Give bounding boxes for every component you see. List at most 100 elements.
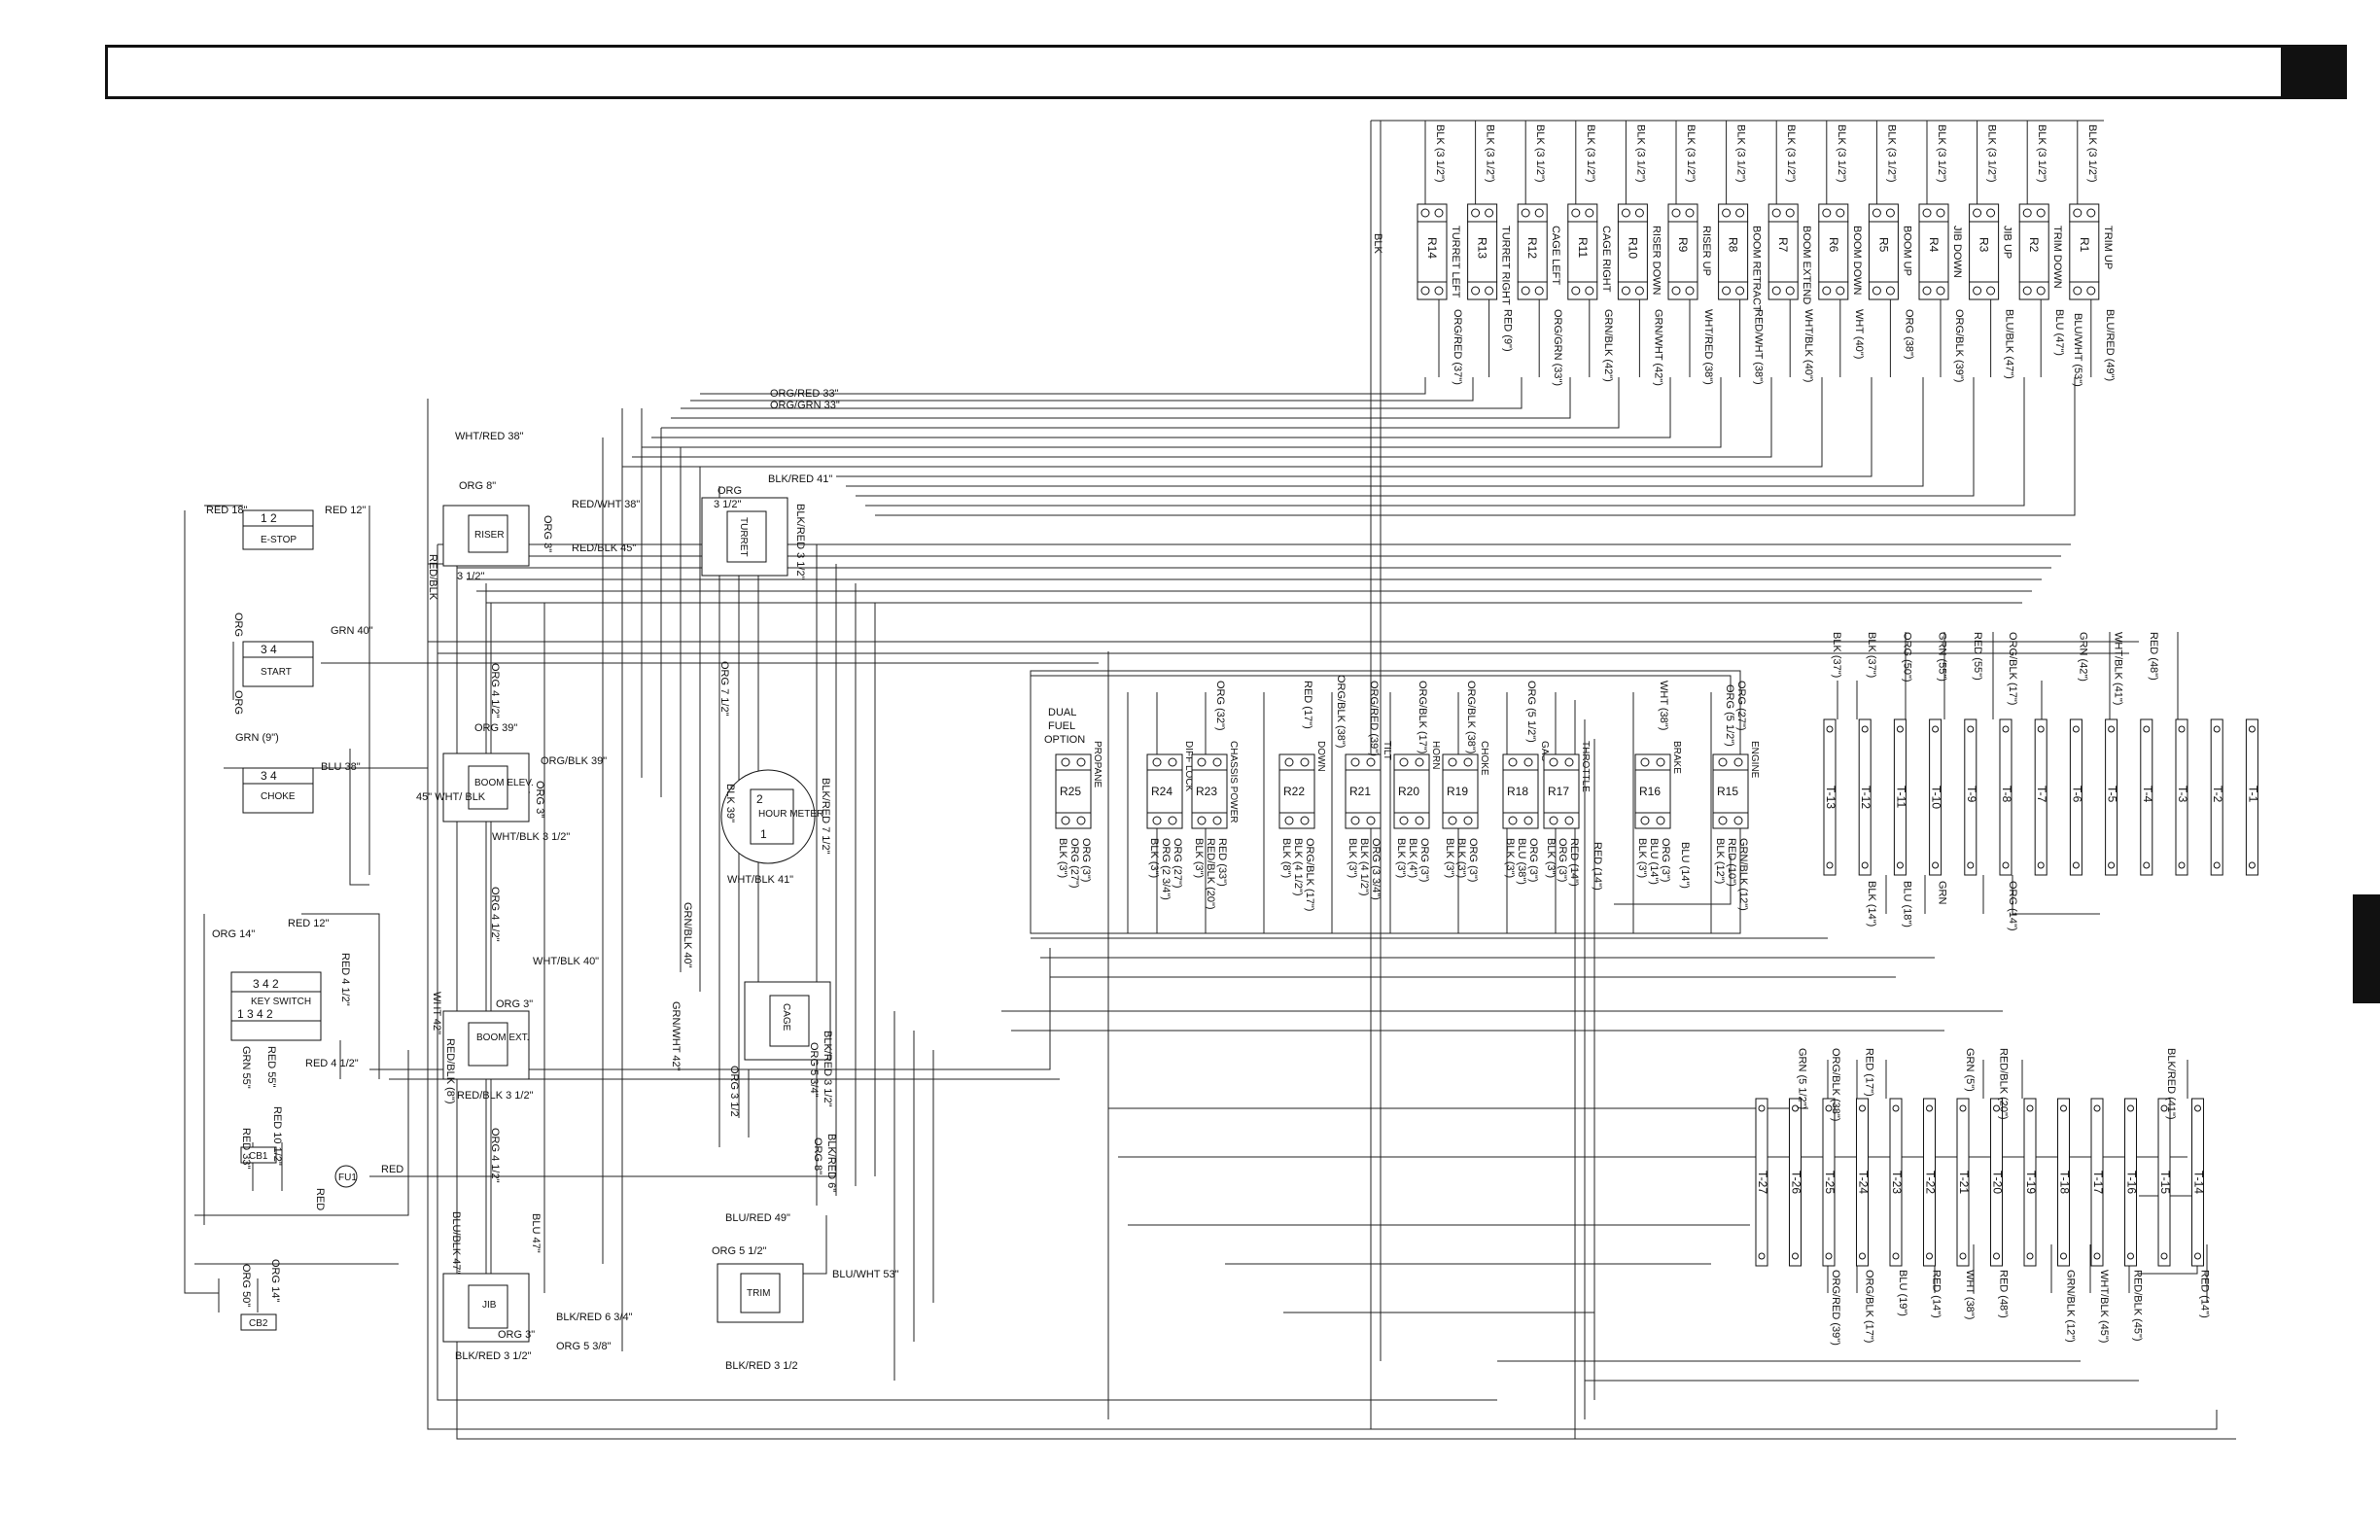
turret-top-right: BLK/RED 41" [768,473,832,485]
riser-lead: WHT/RED 38" [455,431,524,442]
relay-r3-wire: BLK (3 1/2") [1986,124,1998,183]
relay-r4-wire: BLK (3 1/2") [1936,124,1947,183]
cb1-label: CB1 [249,1151,268,1162]
cage-bottom: ORG 3 1/2 [728,1066,740,1117]
boom-ext-top-wire: WHT/BLK 40" [533,956,599,967]
relay-r20-b1: BLK (3") [1395,838,1407,878]
terminal-t-24-bottom-wire: ORG/BLK (17") [1864,1270,1875,1343]
trim-label: TRIM [747,1288,770,1299]
jib-toggle: JIB BLU/BLK 47" BLU 47" ORG 3" BLK/RED 6… [442,1211,633,1362]
relay-r9-func: RISER UP [1700,226,1712,276]
relay-r14-func: TURRET LEFT [1450,226,1461,298]
relay-r10-func: RISER DOWN [1650,226,1662,296]
relay-r17-b2: ORG (3") [1557,838,1568,882]
relay-r24-func: DIFF LOCK [1183,741,1194,792]
terminal-t-2-id: T-2 [2211,786,2224,803]
terminal-t-4-id: T-4 [2141,786,2154,803]
terminal-t-10-id: T-10 [1930,786,1943,809]
terminal-t-2: T-2 [2210,718,2224,876]
jib-bottom: BLK/RED 3 1/2" [455,1350,532,1362]
relay-r15-b2: RED (10") [1726,838,1737,887]
terminal-t-13-id: T-13 [1824,786,1838,809]
terminal-t-8-bottom-wire: ORG (14") [2007,881,2018,931]
terminal-t-15-id: T-15 [2158,1171,2172,1194]
key-switch-row1: 3 4 2 [253,977,279,991]
boom-elev-top: ORG 39" [474,722,517,734]
start-out-wire: GRN 40" [331,625,373,637]
wire-label-org-7half: ORG 7 1/2" [718,661,730,717]
relay-r24-b1: BLK (3") [1148,838,1160,878]
riser-top: ORG 8" [459,480,496,492]
terminal-t-17-bottom-wire: WHT/BLK (45") [2098,1270,2110,1343]
r17-b4: RED (14") [1592,842,1603,891]
relay-r20-func: HORN [1430,741,1441,769]
relay-r19-b3: ORG (3") [1467,838,1479,882]
terminal-t-3: T-3 [2175,718,2189,876]
relay-r15-b1: BLK (12") [1714,838,1726,884]
terminal-t-14-id: T-14 [2192,1171,2206,1194]
relay-r25-id: R25 [1060,785,1081,798]
relay-r20-b3: ORG (3") [1418,838,1430,882]
trim-toggle: TRIM ORG 5 1/2" BLU/RED 49" BLU/WHT 53" … [712,1212,899,1372]
start-label: START [261,667,292,678]
relay-r3-func: JIB UP [2002,226,2013,259]
fu1-label: FU1 [338,1172,357,1183]
trim-bottom: BLK/RED 3 1/2 [725,1360,798,1372]
relay-r15-id: R15 [1717,785,1738,798]
relay-r5-wire: BLK (3 1/2") [1885,124,1897,183]
riser-right: ORG 3" [542,515,553,552]
terminal-t-27-id: T-27 [1756,1171,1769,1194]
terminal-t-3-id: T-3 [2176,786,2189,803]
top-relay-last-lead: BLU/WHT (53") [2072,313,2083,387]
relay-r24-id: R24 [1151,785,1172,798]
key-switch: 3 4 2 KEY SWITCH 1 3 4 2 ORG 14" RED 12"… [212,918,359,1089]
r22-sub: ORG/BLK (38") [1335,675,1347,748]
relay-r22-b2: BLK (4 1/2") [1292,838,1304,896]
wire-label-org-4half-b: ORG 4 1/2" [489,887,501,942]
key-switch-label: KEY SWITCH [251,997,311,1007]
terminal-t-12-id: T-12 [1859,786,1872,809]
relay-r7-id: R7 [1776,237,1790,253]
relay-r19-func: CHOKE [1479,741,1489,776]
boom-ext-top: ORG 3" [496,998,533,1010]
estop-in-wire: RED 18" [206,505,248,516]
dual-fuel-title-2: FUEL [1048,720,1075,732]
relay-r22-id: R22 [1283,785,1305,798]
estop-label: E-STOP [261,535,297,545]
hour-meter-term-a: 2 [756,792,763,806]
relay-r3-lead: BLU/BLK (47") [2004,309,2015,379]
turret-top2: 3 1/2" [714,499,741,510]
loose-wire-labels: ORG/RED 33" ORG/GRN 33" ORG 4 1/2" ORG 4… [489,388,840,1192]
terminal-t-19-id: T-19 [2024,1171,2038,1194]
relay-r6-func: BOOM DOWN [1851,226,1863,296]
choke-switch: 3 4 CHOKE GRN (9") BLU 38" [235,732,361,814]
cb2-label: CB2 [249,1318,268,1329]
wire-label-org-4half-a: ORG 4 1/2" [489,663,501,718]
relay-r9-id: R9 [1676,237,1690,253]
trim-top-wire: BLU/RED 49" [725,1212,790,1224]
relay-r17-b3: RED (14") [1568,838,1580,887]
boom-elev-toggle: BOOM ELEV. ORG 39" ORG/BLK 39" ORG 3" WH… [416,722,607,843]
relay-r9-wire: BLK (3 1/2") [1685,124,1697,183]
relay-r14-lead: ORG/RED (37") [1452,309,1463,385]
relay-r15-func: ENGINE [1749,741,1760,779]
relay-r2-wire: BLK (3 1/2") [2036,124,2048,183]
terminal-t-15-top-wire: BLK/RED (41") [2165,1048,2177,1120]
